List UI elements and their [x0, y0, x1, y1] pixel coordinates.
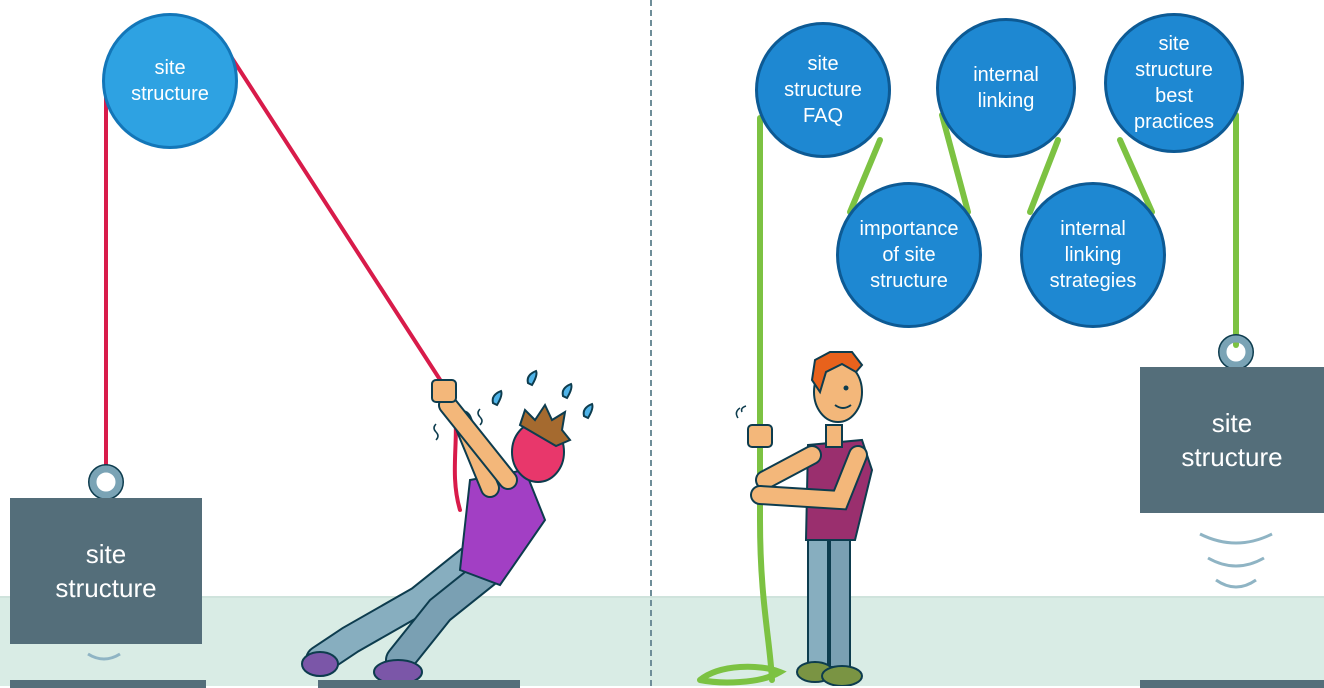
pulley-importance-of-site-structure: importance of site structure: [836, 182, 982, 328]
right-weight-block: site structure: [1140, 367, 1324, 513]
pulley-label: site structure FAQ: [768, 51, 878, 129]
struggling-person: [302, 371, 593, 684]
right-weight-ring: [1219, 335, 1253, 369]
left-weight-label: site structure: [55, 537, 156, 605]
left-pulley-label: site structure: [115, 55, 225, 107]
pulley-label: site structure best practices: [1119, 31, 1229, 135]
pulley-internal-linking-strategies: internal linking strategies: [1020, 182, 1166, 328]
pulley-internal-linking: internal linking: [936, 18, 1076, 158]
pulley-label: importance of site structure: [854, 216, 964, 294]
right-base-slab: [1140, 680, 1324, 688]
pulley-site-structure-best-practices: site structure best practices: [1104, 13, 1244, 153]
left-weight-block: site structure: [10, 498, 202, 644]
pulley-label: internal linking: [951, 62, 1061, 114]
left-weight-ring: [89, 465, 123, 499]
right-weight-label: site structure: [1181, 406, 1282, 474]
relaxed-person: [736, 352, 872, 686]
left-pulley: site structure: [102, 13, 238, 149]
left-base-slab: [10, 680, 206, 688]
left-vibration-mark: [88, 654, 120, 659]
right-vibration-marks: [1200, 534, 1272, 587]
middle-base-slab: [318, 680, 520, 688]
pulley-site-structure-faq: site structure FAQ: [755, 22, 891, 158]
pulley-label: internal linking strategies: [1038, 216, 1148, 294]
